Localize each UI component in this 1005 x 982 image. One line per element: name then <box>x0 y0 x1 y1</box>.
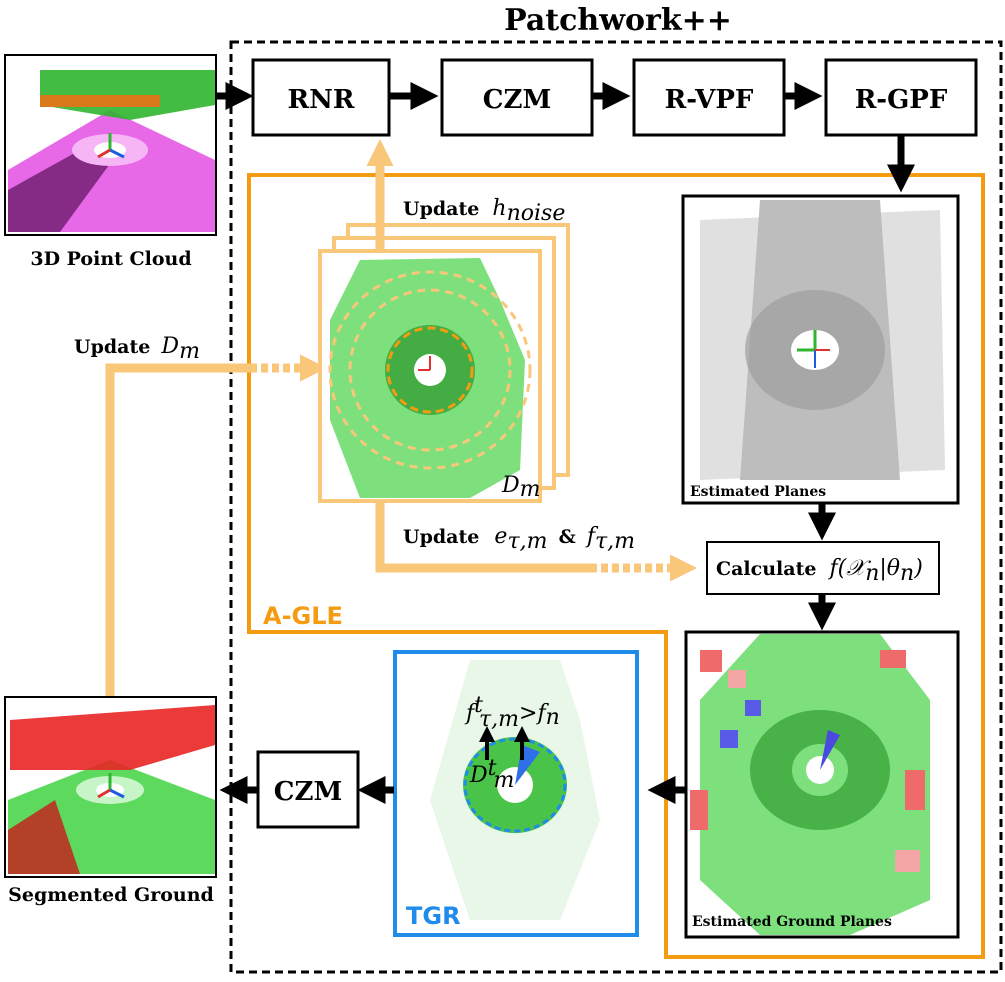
czm-top-label: CZM <box>483 85 551 115</box>
estimated-planes-panel: Estimated Planes <box>681 194 960 505</box>
point-cloud-image <box>4 54 217 236</box>
tgr-label: TGR <box>406 902 461 930</box>
estimated-ground-planes-panel: Estimated Ground Planes <box>684 630 960 939</box>
czm-top-block: CZM <box>440 58 594 137</box>
rgpf-label: R-GPF <box>855 85 948 115</box>
patchwork-container <box>229 40 1003 974</box>
update-dm-path <box>105 363 250 696</box>
update-ef-path <box>375 502 590 573</box>
rgpf-block: R-GPF <box>824 58 978 137</box>
segmented-ground-caption: Segmented Ground <box>8 884 214 906</box>
update-dm-label: Update Dm <box>74 334 200 364</box>
rvpf-block: R-VPF <box>632 58 786 137</box>
agle-region <box>247 173 985 959</box>
update-ef-label: Update eτ,m & fτ,m <box>403 524 635 554</box>
rnr-block: RNR <box>251 58 391 137</box>
dm-panel-label: Dm <box>501 473 541 502</box>
agle-label: A-GLE <box>263 602 343 630</box>
calculate-text: Calculate f(𝒳n|θn) <box>716 556 923 586</box>
czm-bottom-block: CZM <box>256 750 360 829</box>
segmented-ground-image <box>4 696 217 878</box>
czm-bottom-label: CZM <box>274 777 342 807</box>
rnr-label: RNR <box>288 85 355 115</box>
point-cloud-caption: 3D Point Cloud <box>30 248 191 270</box>
estimated-ground-planes-label: Estimated Ground Planes <box>692 914 892 930</box>
dm-panel-stack: Dm <box>318 223 570 503</box>
update-hnoise-label: Update hnoise <box>403 196 565 226</box>
calculate-block: Calculate f(𝒳n|θn) <box>706 541 940 595</box>
rvpf-label: R-VPF <box>665 85 754 115</box>
tgr-dmt: Dtm <box>469 756 514 793</box>
estimated-planes-label: Estimated Planes <box>690 484 826 500</box>
diagram-title: Patchwork++ <box>504 3 732 38</box>
